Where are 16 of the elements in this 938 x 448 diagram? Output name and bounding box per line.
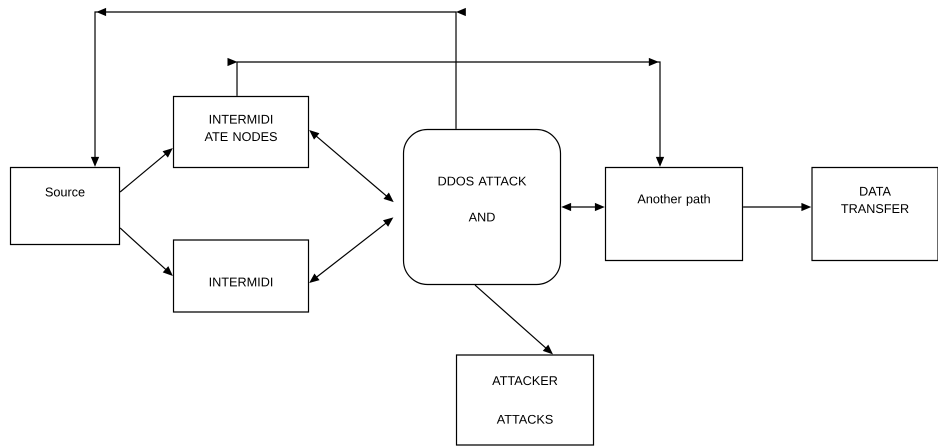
node-label: DDOS ATTACK (438, 176, 526, 186)
node-label: ATTACKER (492, 376, 558, 386)
node-label: ATTACKS (496, 414, 553, 424)
process-box (172, 96, 310, 168)
node-label: AND (468, 212, 495, 222)
process-box (456, 354, 594, 446)
node-label: DATA TRANSFER (841, 186, 909, 214)
rounded-box (402, 128, 562, 286)
process-box (10, 166, 120, 246)
node-label: Another path (637, 194, 710, 206)
process-box (811, 166, 938, 262)
node-label: Source (46, 188, 85, 196)
node-label: INTERMIDI ATE NODES (204, 114, 277, 142)
node-label: INTERMIDI (210, 278, 272, 286)
process-box (604, 166, 744, 262)
process-box (172, 239, 310, 313)
